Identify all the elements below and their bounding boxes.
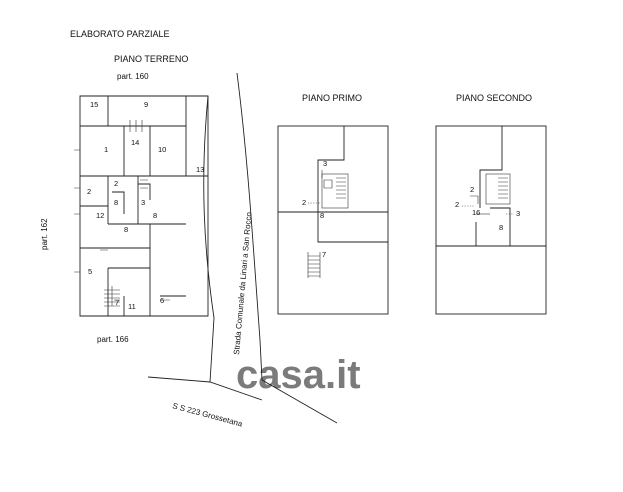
- room-13-label: 13: [196, 165, 204, 174]
- room-5-label: 5: [88, 267, 92, 276]
- plan-piano-primo: [277, 125, 389, 315]
- primo-room-3-label: 3: [323, 159, 327, 168]
- watermark-logo: casa.it: [236, 353, 361, 397]
- room-11-label: 11: [128, 302, 136, 311]
- room-14-label: 14: [131, 138, 139, 147]
- room-15-label: 15: [90, 100, 98, 109]
- room-2a-label: 2: [114, 179, 118, 188]
- rooms-secondo-labels: 2 2 16 3 8: [455, 185, 520, 232]
- parcel-label-south: part. 166: [97, 335, 129, 344]
- secondo-room-3-label: 3: [516, 209, 520, 218]
- road-label-ss223: S S 223 Grossetana: [171, 401, 243, 428]
- primo-room-7-label: 7: [322, 250, 326, 259]
- secondo-room-8-label: 8: [499, 223, 503, 232]
- room-10-label: 10: [158, 145, 166, 154]
- room-9-label: 9: [144, 100, 148, 109]
- road-ss223: [147, 376, 263, 401]
- secondo-room-2a-label: 2: [470, 185, 474, 194]
- room-1-label: 1: [104, 145, 108, 154]
- room-6-label: 6: [160, 296, 164, 305]
- floor-title-secondo: PIANO SECONDO: [456, 93, 532, 103]
- road-strada-comunale: [203, 72, 338, 424]
- primo-room-8-label: 8: [320, 211, 324, 220]
- primo-room-2-label: 2: [302, 198, 306, 207]
- rooms-primo-labels: 3 2 8 7: [302, 159, 327, 259]
- room-8b-label: 8: [153, 211, 157, 220]
- parcel-label-west: part. 162: [40, 218, 49, 250]
- floor-title-terreno: PIANO TERRENO: [114, 54, 188, 64]
- room-7-label: 7: [115, 298, 119, 307]
- room-8a-label: 8: [114, 198, 118, 207]
- room-8c-label: 8: [124, 225, 128, 234]
- room-2b-label: 2: [87, 187, 91, 196]
- secondo-room-2b-label: 2: [455, 200, 459, 209]
- plan-piano-terreno: [74, 95, 209, 317]
- room-12-label: 12: [96, 211, 104, 220]
- road-label-strada-comunale: Strada Comunale da Linari a San Rocco: [232, 211, 253, 355]
- floor-title-primo: PIANO PRIMO: [302, 93, 362, 103]
- room-3-label: 3: [141, 198, 145, 207]
- rooms-terreno-labels: 15 9 14 1 10 13 2 8 3 2 12 8 8 5 7 11 6: [87, 100, 204, 311]
- sheet-title: ELABORATO PARZIALE: [70, 29, 170, 39]
- parcel-label-north: part. 160: [117, 72, 149, 81]
- secondo-room-16-label: 16: [472, 208, 480, 217]
- plan-piano-secondo: [435, 125, 547, 315]
